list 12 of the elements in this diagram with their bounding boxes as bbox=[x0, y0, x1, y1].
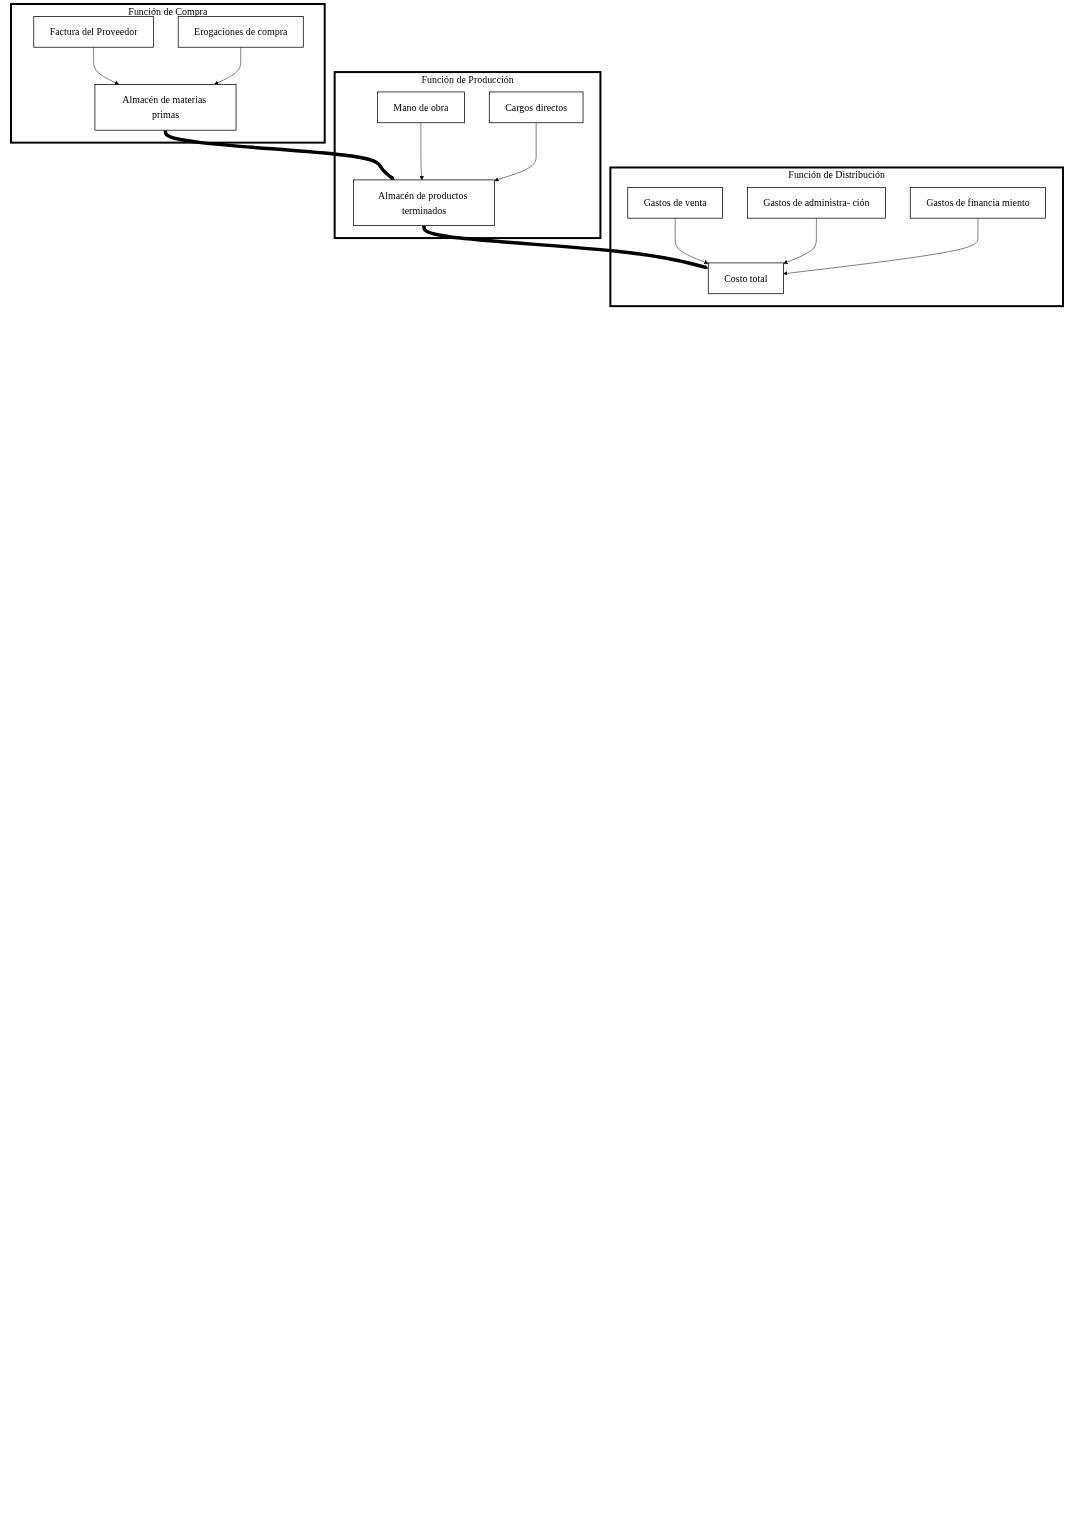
node-box: Costo total bbox=[707, 262, 784, 295]
node-box: Mano de obra bbox=[377, 91, 465, 124]
node-box: Almacén de productos terminados bbox=[353, 179, 495, 226]
arrow bbox=[422, 225, 709, 270]
node-box: Cargos directos bbox=[488, 91, 584, 124]
node-box: Gastos de venta bbox=[627, 187, 723, 219]
node-box: Gastos de administra- ción bbox=[747, 187, 886, 219]
node-box: Factura del Proveedor bbox=[33, 16, 154, 48]
node-box: Gastos de financia miento bbox=[909, 187, 1046, 219]
arrow bbox=[163, 130, 395, 181]
node-box: Almacén de materias primas bbox=[94, 84, 237, 131]
node-box: Erogaciones de compra bbox=[177, 16, 304, 48]
